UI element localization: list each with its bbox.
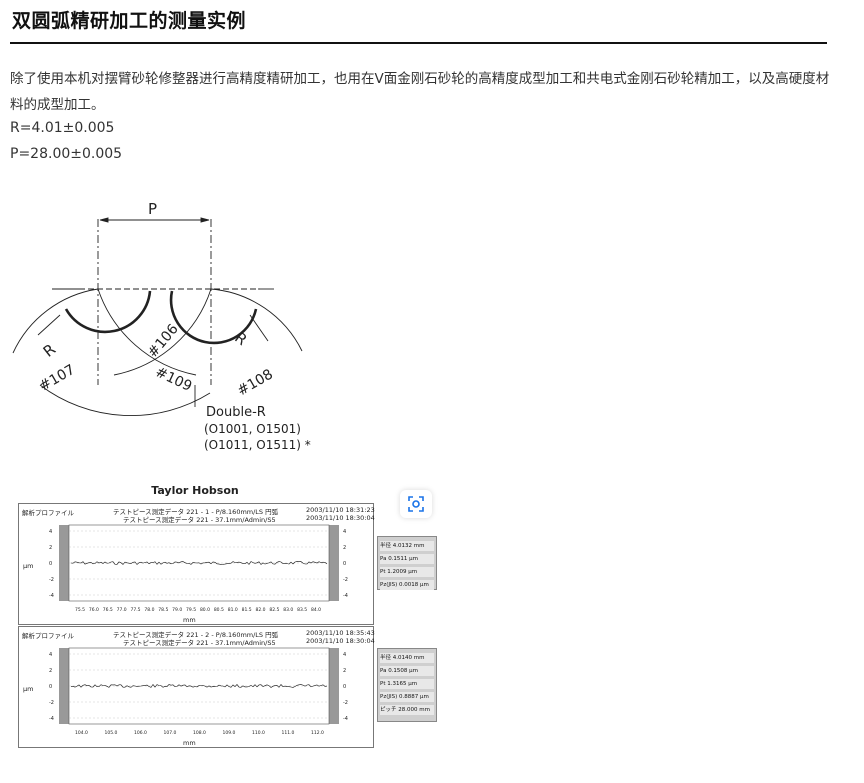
x-tick-label: 112.0 [311,730,324,736]
result-row: Pt 1.2009 μm [380,567,434,577]
x-tick-label: 76.0 [89,607,99,613]
code-line-1: (O1001, O1501) [204,422,301,436]
wheel-106-label: #106 [145,321,182,361]
x-tick-label: 83.5 [297,607,307,613]
visual-search-icon[interactable] [400,490,432,518]
x-tick-label: 79.0 [172,607,182,613]
x-tick-label: 76.5 [103,607,113,613]
x-tick-label: 104.0 [75,730,88,736]
panel-2-x-unit: mm [183,739,196,747]
x-tick-label: 77.5 [131,607,141,613]
y-tick-label: -2 [49,700,54,706]
title-divider [10,42,827,44]
x-tick-label: 108.0 [193,730,206,736]
y-tick-label: 0 [49,561,52,567]
x-tick-label: 79.5 [186,607,196,613]
y-tick-label-right: -4 [343,593,348,599]
y-tick-label: 4 [49,652,52,658]
measurement-report: Taylor Hobson 解析プロファイル テストピース測定データ 221 -… [17,482,375,752]
result-row: Pz(JIS) 0.8887 μm [380,692,434,702]
panel-1-date-2: 2003/11/10 18:30:04 [306,514,375,522]
report-brand: Taylor Hobson [151,484,239,497]
pitch-label: P [148,200,157,218]
y-tick-label: 0 [49,684,52,690]
x-tick-label: 83.0 [283,607,293,613]
r-left-label: R [40,340,59,361]
x-tick-label: 81.5 [242,607,252,613]
profile-panel-2: 解析プロファイル テストピース測定データ 221 - 2 - P/8.160mm… [18,626,375,748]
panel-2-chart: 4 4 2 2 0 0 -2 -2 -4 -4 104.0 105.0 106.0 107.0 108.0… [49,647,348,736]
y-tick-label-right: 0 [343,561,346,567]
result-row: ピッチ 28.000 mm [380,705,434,715]
y-tick-label: 2 [49,545,52,551]
r-right-label: R [231,328,250,349]
panel-1-date-1: 2003/11/10 18:31:23 [306,506,375,514]
double-r-diagram: P R R #107 #106 #109 #108 Double-R (O100… [12,200,311,452]
x-tick-label: 110.0 [252,730,265,736]
x-tick-label: 75.5 [75,607,85,613]
y-tick-label-right: 0 [343,684,346,690]
code-line-2: (O1011, O1511) * [204,438,311,452]
panel-2-unit: μm [23,685,34,693]
y-tick-label-right: -2 [343,700,348,706]
y-tick-label: 4 [49,529,52,535]
x-tick-label: 78.0 [144,607,154,613]
panel-2-date-2: 2003/11/10 18:30:04 [306,637,375,645]
y-tick-label: -4 [49,593,54,599]
result-row: Pa 0.1511 μm [380,554,434,564]
profile-panel-1: 解析プロファイル テストピース測定データ 221 - 1 - P/8.160mm… [18,503,375,625]
x-tick-label: 78.5 [158,607,168,613]
panel-1-line-1: テストピース測定データ 221 - 1 - P/8.160mm/LS 円弧 [113,508,279,516]
x-tick-label: 106.0 [134,730,147,736]
y-tick-label: -2 [49,577,54,583]
panel-1-unit: μm [23,562,34,570]
intro-paragraph: 除了使用本机对摆臂砂轮修整器进行高精度精研加工，也用在V面金刚石砂轮的高精度成型… [10,71,830,113]
x-tick-label: 105.0 [105,730,118,736]
result-row: Pt 1.3165 μm [380,679,434,689]
y-tick-label-right: 2 [343,545,346,551]
y-tick-label-right: -2 [343,577,348,583]
result-row: Pz(JIS) 0.0018 μm [380,580,434,590]
results-box-2: 半径 4.0140 mm Pa 0.1508 μm Pt 1.3165 μm Pz(J… [377,648,437,722]
x-tick-label: 80.0 [200,607,210,613]
results-box-1: 半径 4.0132 mm Pa 0.1511 μm Pt 1.2009 μm Pz(J… [377,536,437,590]
page-title: 双圆弧精研加工的测量实例 [12,10,247,32]
x-tick-label: 109.0 [223,730,236,736]
x-tick-label: 82.5 [269,607,279,613]
x-tick-label: 80.5 [214,607,224,613]
panel-1-line-2: テストピース測定データ 221 - 37.1mm/Admin/S5 [123,516,276,524]
y-tick-label: 2 [49,668,52,674]
y-tick-label-right: 2 [343,668,346,674]
y-tick-label-right: 4 [343,529,346,535]
x-tick-label: 84.0 [311,607,321,613]
panel-2-line-1: テストピース測定データ 221 - 2 - P/8.160mm/LS 円弧 [113,631,279,639]
x-tick-label: 82.0 [255,607,265,613]
result-row: 半径 4.0140 mm [380,653,434,663]
x-tick-label: 107.0 [164,730,177,736]
panel-2-line-2: テストピース測定データ 221 - 37.1mm/Admin/S5 [123,639,276,647]
panel-2-label: 解析プロファイル [22,632,74,640]
y-tick-label-right: 4 [343,652,346,658]
panel-2-date-1: 2003/11/10 18:35:43 [306,629,375,637]
double-r-label: Double-R [206,405,266,420]
x-tick-label: 77.0 [117,607,127,613]
y-tick-label-right: -4 [343,716,348,722]
result-row: Pa 0.1508 μm [380,666,434,676]
result-row: 半径 4.0132 mm [380,541,434,551]
pitch-spec: P=28.00±0.005 [10,146,123,162]
radius-spec: R=4.01±0.005 [10,120,115,136]
panel-1-x-unit: mm [183,616,196,624]
wheel-108-label: #108 [235,366,276,399]
wheel-107-label: #107 [37,362,78,395]
x-tick-label: 81.0 [228,607,238,613]
y-tick-label: -4 [49,716,54,722]
panel-1-label: 解析プロファイル [22,509,74,517]
x-tick-label: 111.0 [282,730,295,736]
